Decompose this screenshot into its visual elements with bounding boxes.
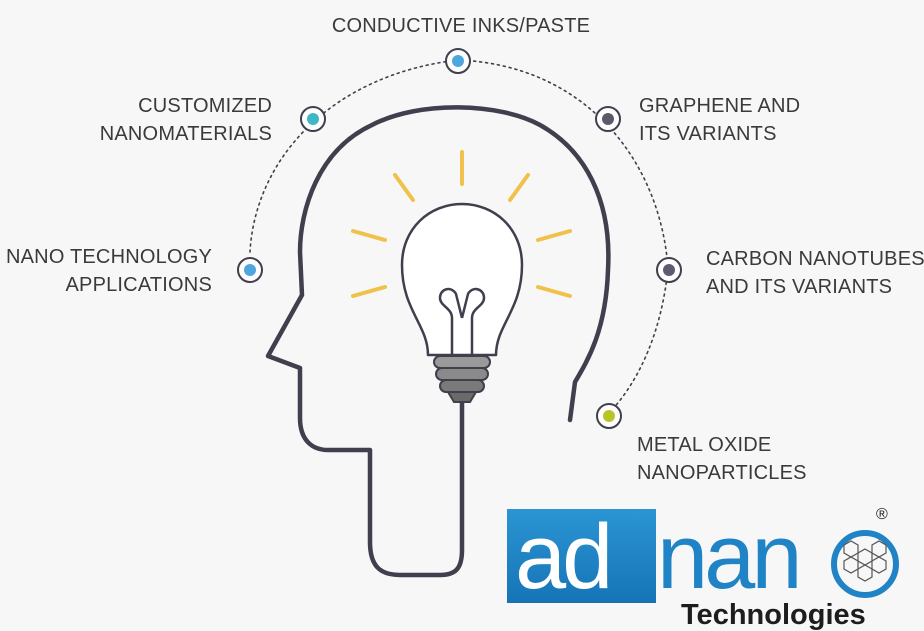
- dot-metal-oxide: [603, 410, 615, 422]
- bulb-base: [433, 355, 491, 403]
- label-customized-nanomaterials: CUSTOMIZED NANOMATERIALS: [92, 92, 272, 148]
- dot-conductive-inks: [452, 55, 464, 67]
- logo-wordmark-ad: ad: [515, 506, 613, 608]
- label-line: ITS VARIANTS: [639, 123, 777, 145]
- label-graphene: GRAPHENE AND ITS VARIANTS: [639, 92, 839, 148]
- logo-subtitle: Technologies: [681, 599, 866, 631]
- label-conductive-inks: CONDUCTIVE INKS/PASTE: [316, 12, 606, 40]
- node-graphene: [595, 106, 621, 132]
- node-metal-oxide: [596, 403, 622, 429]
- dot-carbon-nanotubes: [663, 264, 675, 276]
- label-line: NANOMATERIALS: [99, 123, 272, 145]
- bulb-filament: [438, 287, 486, 355]
- logo-blue-box: [507, 509, 656, 603]
- label-line: CONDUCTIVE INKS/PASTE: [331, 15, 591, 37]
- label-line: AND ITS VARIANTS: [706, 276, 893, 298]
- node-nano-technology-applications: [237, 257, 263, 283]
- light-rays: [351, 150, 572, 298]
- dot-customized-nanomaterials: [307, 113, 319, 125]
- label-line: METAL OXIDE: [637, 434, 772, 456]
- logo-hexagon-ball-icon: [831, 530, 899, 598]
- label-nano-technology-applications: NANO TECHNOLOGY APPLICATIONS: [0, 243, 212, 299]
- node-conductive-inks: [445, 48, 471, 74]
- dot-nano-technology-applications: [244, 264, 256, 276]
- node-carbon-nanotubes: [656, 257, 682, 283]
- label-line: CUSTOMIZED: [138, 95, 272, 117]
- registered-mark: ®: [876, 506, 888, 523]
- label-line: NANOPARTICLES: [637, 462, 807, 484]
- label-metal-oxide: METAL OXIDE NANOPARTICLES: [637, 431, 837, 487]
- label-carbon-nanotubes: CARBON NANOTUBES AND ITS VARIANTS: [706, 245, 924, 301]
- label-line: APPLICATIONS: [65, 274, 212, 296]
- label-line: GRAPHENE AND: [639, 95, 801, 117]
- label-line: CARBON NANOTUBES: [706, 248, 924, 270]
- dot-graphene: [602, 113, 614, 125]
- adnano-logo: ad nan ® Technologies: [505, 503, 910, 631]
- label-line: NANO TECHNOLOGY: [6, 246, 212, 268]
- logo-wordmark-nan: nan: [657, 506, 802, 608]
- dotted-arc: [249, 59, 669, 413]
- node-customized-nanomaterials: [300, 106, 326, 132]
- bulb-glass: [400, 202, 524, 357]
- head-outline: [265, 105, 611, 578]
